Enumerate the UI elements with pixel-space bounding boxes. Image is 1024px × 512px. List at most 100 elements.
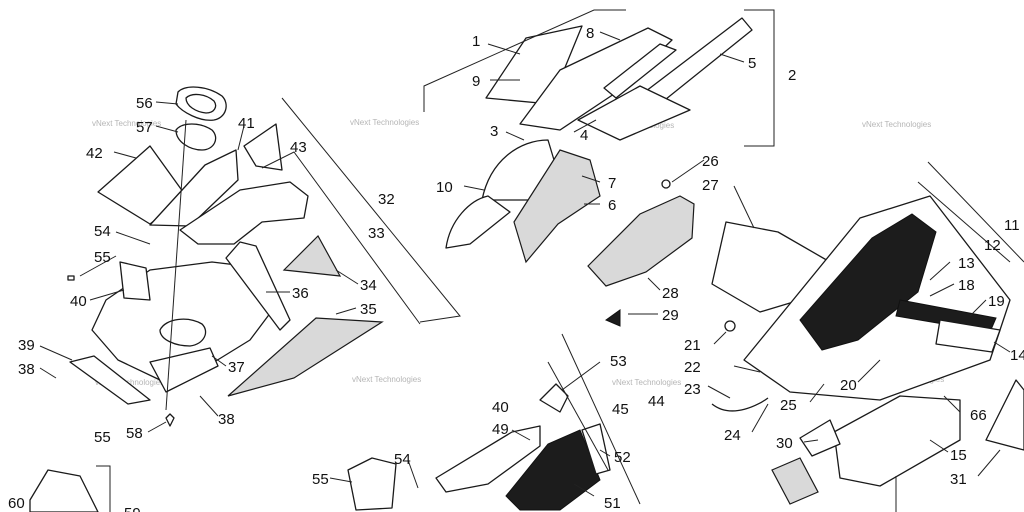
side-panel-28: [587, 195, 695, 287]
callout-60: 60: [8, 495, 25, 512]
callout-49: 49: [492, 421, 509, 438]
watermark: vNext Technologies: [612, 378, 681, 387]
bracket-line-59: [96, 465, 111, 512]
bracket-line-1: [423, 9, 626, 112]
hood-trim-10: [445, 195, 511, 249]
decal-31: [771, 457, 819, 505]
group-brackets: [96, 9, 1024, 512]
callout-37: 37: [228, 359, 245, 376]
fastener-55: [67, 275, 75, 281]
hood-panel-6: [513, 149, 601, 264]
bracket-line-32: [281, 97, 461, 323]
bracket-54: [347, 457, 397, 511]
callout-53: 53: [610, 353, 627, 370]
callout-55: 55: [94, 429, 111, 446]
callout-13: 13: [958, 255, 975, 272]
callout-36: 36: [292, 285, 309, 302]
gauge-bezel-inner-56: [185, 93, 217, 114]
bracket-30: [799, 419, 841, 457]
callout-29: 29: [662, 307, 679, 324]
callout-20: 20: [840, 377, 857, 394]
callout-43: 43: [290, 139, 307, 156]
bracket-line-44: [561, 333, 641, 505]
side-panel-34: [282, 235, 342, 277]
fastener-26: [661, 179, 671, 189]
callout-31: 31: [950, 471, 967, 488]
callout-66: 66: [970, 407, 987, 424]
callout-23: 23: [684, 381, 701, 398]
callout-22: 22: [684, 359, 701, 376]
callout-4: 4: [580, 127, 588, 144]
callout-25: 25: [780, 397, 797, 414]
watermark: vNext Technologies: [862, 120, 931, 129]
callout-57: 57: [136, 119, 153, 136]
watermark: vNext Technologies: [95, 378, 164, 387]
callout-54: 54: [394, 451, 411, 468]
callout-30: 30: [776, 435, 793, 452]
callout-42: 42: [86, 145, 103, 162]
callout-32: 32: [378, 191, 395, 208]
callout-56: 56: [136, 95, 153, 112]
callout-52: 52: [614, 449, 631, 466]
callout-21: 21: [684, 337, 701, 354]
panel-insert-19: [935, 319, 1001, 353]
fastener-29: [604, 309, 621, 327]
callout-51: 51: [604, 495, 621, 512]
callout-54: 54: [94, 223, 111, 240]
callout-7: 7: [608, 175, 616, 192]
right-side-panel-group: [711, 195, 1024, 505]
bracket-line-12: [917, 181, 1011, 263]
panel-graphic-13: [799, 213, 937, 351]
left-console-group: [67, 86, 384, 427]
bottom-panel-group: [29, 383, 611, 512]
watermark: vNext Technologies: [352, 375, 421, 384]
callout-40: 40: [70, 293, 87, 310]
callout-2: 2: [788, 67, 796, 84]
windshield-1: [519, 27, 673, 131]
hood-group: [445, 17, 753, 264]
callout-55: 55: [94, 249, 111, 266]
callout-41: 41: [238, 115, 255, 132]
bracket-line-45: [547, 361, 609, 471]
cable-24: [711, 397, 769, 412]
callout-59: 59: [124, 505, 141, 512]
panel-60: [29, 469, 99, 512]
steering-post-36: [225, 241, 291, 331]
belly-pan-15: [833, 395, 961, 487]
callout-26: 26: [702, 153, 719, 170]
callout-55: 55: [312, 471, 329, 488]
callout-1: 1: [472, 33, 480, 50]
mid-panel-group: [587, 195, 831, 327]
side-panel-35: [227, 317, 384, 397]
bracket-line-2: [744, 9, 775, 147]
callout-45: 45: [612, 401, 629, 418]
watermark: vNext Technologies: [92, 119, 161, 128]
callout-10: 10: [436, 179, 453, 196]
bracket-4: [577, 85, 691, 141]
callout-35: 35: [360, 301, 377, 318]
bracket-line-33: [261, 151, 421, 325]
fastener-21: [724, 320, 736, 332]
dash-console-32: [179, 181, 309, 245]
trim-49: [435, 425, 541, 493]
side-panel-51: [505, 429, 601, 511]
lower-piece-39: [69, 355, 151, 405]
callout-27: 27: [702, 177, 719, 194]
watermark: vNext Technologies: [350, 118, 419, 127]
bracket-40: [119, 261, 151, 301]
callout-12: 12: [984, 237, 1001, 254]
callout-19: 19: [988, 293, 1005, 310]
side-panel-43: [243, 123, 283, 171]
callout-8: 8: [586, 25, 594, 42]
bracket-line-11: [927, 161, 1024, 263]
callout-58: 58: [126, 425, 143, 442]
callout-labels: 1 2 3 4 5 6 7 8 9 10 11 12 13 14 15 18 1…: [8, 25, 1024, 512]
callout-9: 9: [472, 73, 480, 90]
callout-11: 11: [1004, 217, 1020, 234]
bracket-53: [539, 383, 569, 413]
callout-38: 38: [218, 411, 235, 428]
callout-15: 15: [950, 447, 967, 464]
fastener-58: [165, 413, 175, 427]
